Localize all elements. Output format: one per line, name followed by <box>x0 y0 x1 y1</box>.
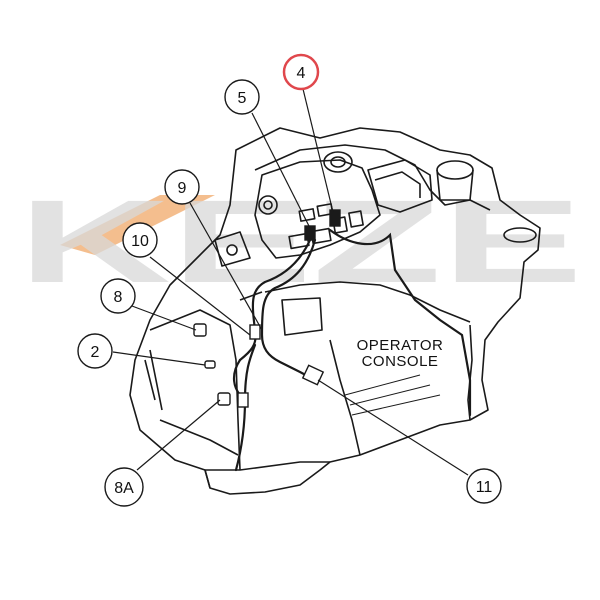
console-label-line2: CONSOLE <box>362 353 439 370</box>
connector-harness-a <box>237 392 249 408</box>
callout-2-label: 2 <box>91 344 100 361</box>
connectors <box>193 209 341 408</box>
callout-2: 2 <box>77 333 113 369</box>
console-label: OPERATOR CONSOLE <box>357 337 444 370</box>
callout-9-label: 9 <box>178 180 187 197</box>
connector-8a <box>217 392 231 406</box>
callout-8a-label: 8A <box>114 480 134 497</box>
leader-lines <box>112 88 469 476</box>
callout-5-label: 5 <box>238 90 247 107</box>
callout-9: 9 <box>164 169 200 205</box>
console-body <box>129 127 541 495</box>
connector-5 <box>304 225 316 241</box>
connector-harness-c <box>249 324 261 340</box>
callout-8-label: 8 <box>114 289 123 306</box>
callouts: 4 5 9 10 8 2 8A 11 <box>77 53 502 507</box>
callout-8a: 8A <box>104 467 144 507</box>
callout-4: 4 <box>282 53 320 91</box>
callout-8: 8 <box>100 278 136 314</box>
callout-4-label: 4 <box>297 65 306 82</box>
callout-10: 10 <box>122 222 158 258</box>
callout-5: 5 <box>224 79 260 115</box>
connector-8 <box>193 323 207 337</box>
console-label-line1: OPERATOR <box>357 337 444 354</box>
callout-10-label: 10 <box>131 233 149 250</box>
connector-2 <box>204 360 216 369</box>
connector-4 <box>329 209 341 227</box>
callout-11-label: 11 <box>476 479 493 496</box>
callout-11: 11 <box>466 468 502 504</box>
